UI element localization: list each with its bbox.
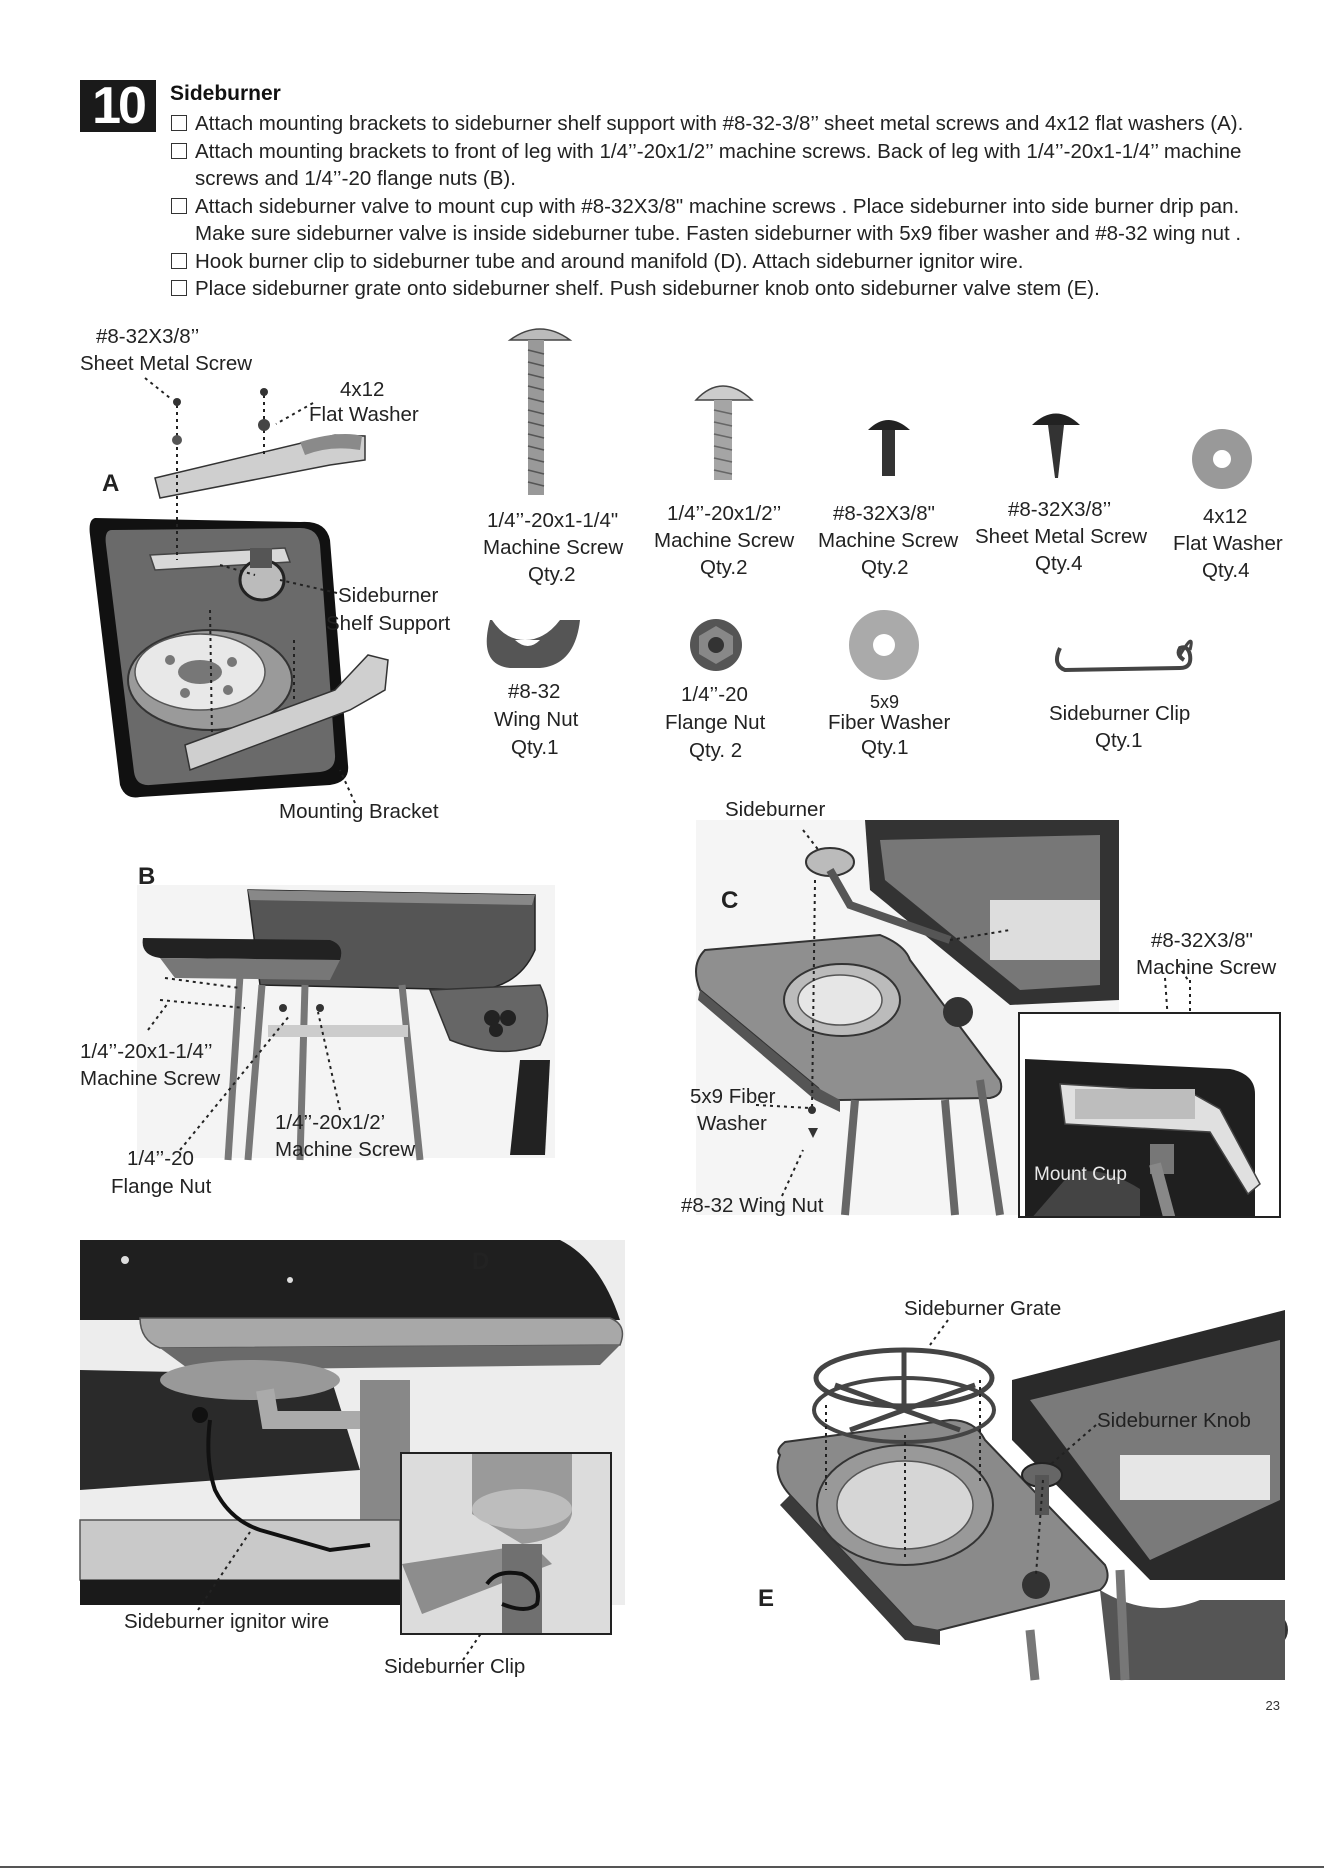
panel-e-knob-label: Sideburner Knob	[1097, 1409, 1251, 1432]
panel-b-short-screw-label-2: Machine Screw	[275, 1138, 416, 1161]
long-machine-screw-icon	[507, 328, 573, 495]
panel-c-screw-label-2: Machine Screw	[1136, 956, 1277, 979]
hardware-illustrations	[486, 328, 1252, 680]
panel-d-inset	[400, 1452, 612, 1635]
panel-a-screw-size-label: #8-32X3/8’’	[96, 325, 200, 348]
checkbox-icon	[171, 280, 187, 296]
hw-short-screw-qty: Qty.2	[700, 556, 748, 579]
hw-fiber-washer-qty: Qty.1	[861, 736, 909, 759]
hw-short-screw-name: Machine Screw	[654, 529, 795, 552]
panel-a-washer-size-label: 4x12	[340, 378, 385, 401]
panel-c-fiber-washer-label-1: 5x9 Fiber	[690, 1085, 776, 1108]
page-bottom-rule	[0, 1866, 1324, 1868]
sideburner-clip-detail-illustration	[402, 1454, 610, 1633]
mount-cup-label: Mount Cup	[1034, 1164, 1127, 1185]
panel-a-washer-name-label: Flat Washer	[309, 403, 419, 426]
instruction-item: Attach mounting brackets to sideburner s…	[170, 110, 1290, 138]
sideburner-clip-icon	[1054, 645, 1193, 673]
panel-b-long-screw-label-2: Machine Screw	[80, 1067, 221, 1090]
panel-b-letter: B	[138, 863, 156, 890]
panel-a-letter: A	[102, 470, 120, 497]
panel-b-short-screw-label-1: 1/4’’-20x1/2’	[275, 1111, 386, 1134]
hw-small-screw-size: #8-32X3/8"	[833, 502, 935, 525]
short-machine-screw-icon	[694, 385, 754, 480]
checkbox-icon	[171, 197, 187, 214]
panel-b-illustration	[137, 885, 555, 1161]
panel-d-letter: D	[472, 1248, 490, 1275]
hw-flat-washer-name: Flat Washer	[1173, 532, 1283, 555]
panel-c-sideburner-label: Sideburner	[725, 798, 826, 821]
panel-e-letter: E	[758, 1585, 775, 1612]
hw-flange-nut-size: 1/4’’-20	[681, 683, 748, 706]
panel-a-illustration	[89, 377, 389, 804]
checkbox-icon	[171, 252, 187, 269]
panel-a-shelf-support-label-2: Shelf Support	[326, 612, 451, 635]
hw-sheet-screw-name: Sheet Metal Screw	[975, 525, 1148, 548]
instruction-item: Attach mounting brackets to front of leg…	[170, 138, 1290, 193]
hw-flat-washer-size: 4x12	[1203, 505, 1248, 528]
sheet-metal-screw-icon	[1032, 413, 1080, 478]
hw-wing-nut-qty: Qty.1	[511, 736, 559, 759]
hw-clip-qty: Qty.1	[1095, 729, 1143, 752]
hw-flange-nut-qty: Qty. 2	[689, 739, 743, 762]
page-number: 23	[1265, 1698, 1280, 1713]
hw-flange-nut-name: Flange Nut	[665, 711, 766, 734]
panel-c-inset: Mount Cup	[1018, 1012, 1281, 1218]
panel-b-flange-nut-label-1: 1/4’’-20	[127, 1147, 194, 1170]
hw-small-screw-qty: Qty.2	[861, 556, 909, 579]
checkbox-icon	[171, 142, 187, 159]
panel-c-fiber-washer-label-2: Washer	[697, 1112, 767, 1135]
panel-a-mounting-bracket-label: Mounting Bracket	[279, 800, 439, 823]
hw-flat-washer-qty: Qty.4	[1202, 559, 1250, 582]
step-number-badge: 10	[80, 80, 156, 132]
fiber-washer-icon	[849, 610, 919, 680]
panel-b-long-screw-label-1: 1/4’’-20x1-1/4’’	[80, 1040, 213, 1063]
hw-small-screw-name: Machine Screw	[818, 529, 959, 552]
step-title: Sideburner	[170, 82, 281, 105]
panel-e-illustration	[776, 1310, 1288, 1681]
panel-a-shelf-support-label-1: Sideburner	[338, 584, 439, 607]
small-machine-screw-icon	[868, 420, 910, 476]
hw-short-screw-size: 1/4’’-20x1/2’’	[667, 502, 782, 525]
instruction-item: Attach sideburner valve to mount cup wit…	[170, 193, 1290, 248]
panel-c-letter: C	[721, 887, 739, 914]
panel-d-ignitor-wire-label: Sideburner ignitor wire	[124, 1610, 330, 1633]
hw-fiber-washer-size: 5x9	[870, 692, 900, 712]
hw-fiber-washer-name: Fiber Washer	[828, 711, 951, 734]
instruction-item: Place sideburner grate onto sideburner s…	[170, 275, 1290, 303]
hw-wing-nut-name: Wing Nut	[494, 708, 579, 731]
panel-b-flange-nut-label-2: Flange Nut	[111, 1175, 212, 1198]
hw-wing-nut-size: #8-32	[508, 680, 561, 703]
panel-d-clip-label: Sideburner Clip	[384, 1655, 526, 1678]
hw-clip-name: Sideburner Clip	[1049, 702, 1191, 725]
hw-long-screw-name: Machine Screw	[483, 536, 624, 559]
hw-long-screw-size: 1/4’’-20x1-1/4"	[487, 509, 619, 532]
hw-sheet-screw-size: #8-32X3/8’’	[1008, 498, 1112, 521]
checkbox-icon	[171, 115, 187, 131]
panel-c-wing-nut-label: #8-32 Wing Nut	[681, 1194, 824, 1217]
hw-sheet-screw-qty: Qty.4	[1035, 552, 1083, 575]
panel-e-grate-label: Sideburner Grate	[904, 1297, 1062, 1320]
hw-long-screw-qty: Qty.2	[528, 563, 576, 586]
panel-c-screw-label-1: #8-32X3/8"	[1151, 929, 1253, 952]
mount-cup-illustration	[1025, 1059, 1261, 1216]
instruction-list: Attach mounting brackets to sideburner s…	[170, 110, 1290, 303]
wing-nut-icon	[486, 620, 580, 668]
panel-a-screw-name-label: Sheet Metal Screw	[80, 352, 253, 375]
flange-nut-icon	[690, 619, 742, 671]
instruction-item: Hook burner clip to sideburner tube and …	[170, 248, 1290, 276]
flat-washer-icon	[1192, 429, 1252, 489]
